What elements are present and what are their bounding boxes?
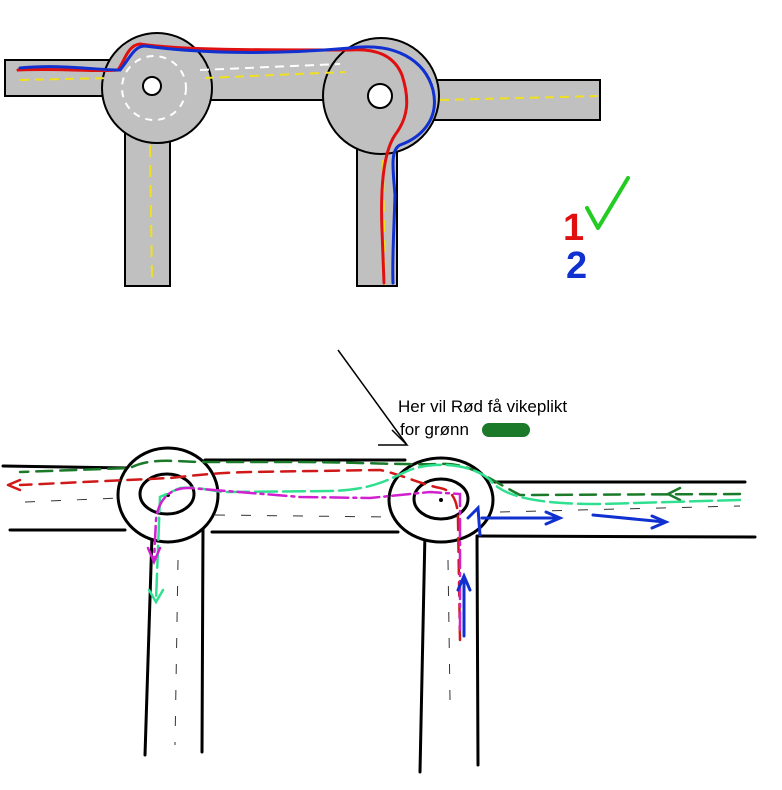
blue-route xyxy=(456,504,670,638)
annotation-line-2: for grønn xyxy=(400,420,469,439)
top-left-vertical-road xyxy=(124,119,171,287)
top-right-vertical-road xyxy=(356,139,398,287)
top-route-2-blue xyxy=(18,44,436,285)
check-mark-icon xyxy=(585,176,630,230)
green-marker xyxy=(482,423,530,437)
dark-green-route xyxy=(18,459,742,502)
top-right-horizontal-road xyxy=(419,79,601,121)
top-left-roundabout-island xyxy=(142,76,162,96)
annotation-line-1: Her vil Rød få vikeplikt xyxy=(398,397,567,416)
top-diagram: 1 2 xyxy=(4,32,630,287)
annotation: Her vil Rød få vikeplikt for grønn xyxy=(337,349,567,446)
bottom-lane-markings xyxy=(24,497,741,746)
route-2-number: 2 xyxy=(566,245,587,287)
route-1-number: 1 xyxy=(563,207,584,249)
top-legend: 1 2 xyxy=(563,176,630,287)
top-right-roundabout-island xyxy=(367,83,393,109)
red-route xyxy=(6,468,462,642)
magenta-route xyxy=(146,486,462,632)
annotation-arrow xyxy=(337,349,409,446)
bottom-diagram: Her vil Rød få vikeplikt for grønn xyxy=(1,349,757,774)
bottom-road-edges xyxy=(1,458,757,774)
